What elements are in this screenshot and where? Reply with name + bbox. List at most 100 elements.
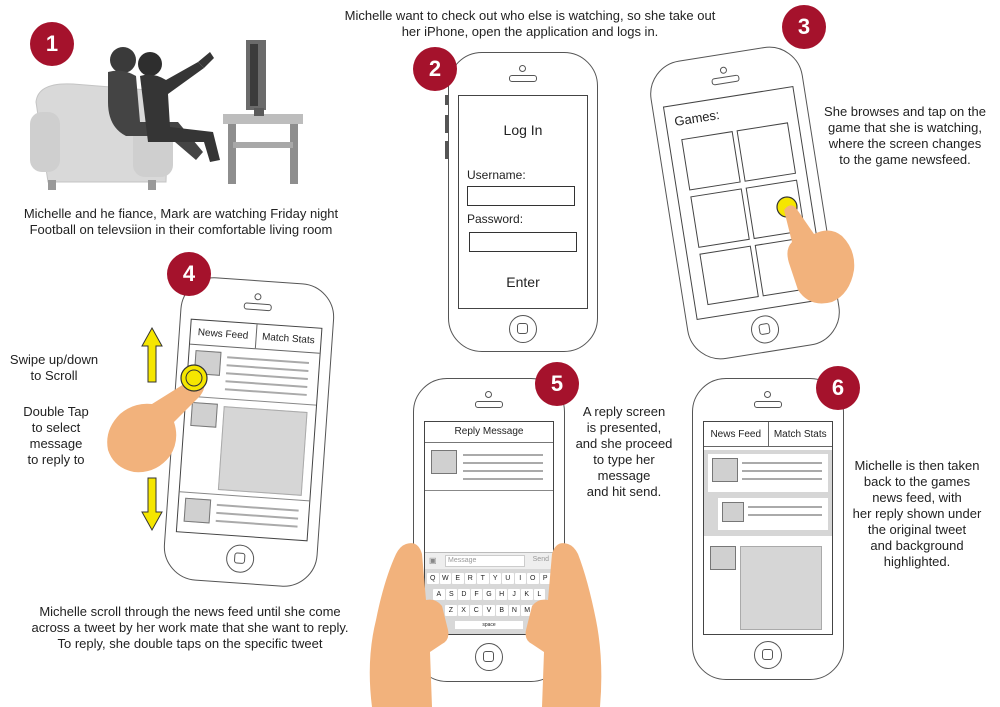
step-1-caption: Michelle and he fiance, Mark are watchin… [0,206,362,238]
side-button [445,95,448,105]
tweet-text-line [463,478,543,480]
step-4-caption: Michelle scroll through the news feed un… [0,604,380,652]
step-6-caption-line-6: and background [838,538,996,554]
step-4-caption-line-2: across a tweet by her work mate that she… [0,620,380,636]
key[interactable]: T [477,573,489,584]
scroll-up-arrow-icon [140,326,164,384]
speaker-grille [509,75,537,82]
tweet-avatar [712,458,738,482]
swipe-instruction: Swipe up/down to Scroll [0,352,108,384]
tab-news-feed[interactable]: News Feed [704,422,768,446]
tap-line-1: Double Tap [2,404,110,420]
reply-avatar [722,502,744,522]
key[interactable]: U [502,573,514,584]
scroll-down-arrow-icon [140,476,164,532]
tweet-text-line [742,462,822,464]
home-button-icon [754,641,782,669]
tweet-text-line [225,388,307,395]
step-5-caption-line-3: and she proceed [568,436,680,452]
step-6-caption-line-7: highlighted. [838,554,996,570]
game-tile[interactable] [699,246,758,305]
step-4-caption-line-1: Michelle scroll through the news feed un… [0,604,380,620]
tweet-text-line [227,364,309,371]
left-hand-icon [366,540,458,707]
step-1-caption-line-1: Michelle and he fiance, Mark are watchin… [0,206,362,222]
front-camera-icon [485,391,492,398]
tab-match-stats[interactable]: Match Stats [768,422,833,446]
step-5-caption: A reply screen is presented, and she pro… [568,404,680,500]
home-button-icon [225,544,255,574]
key[interactable]: F [471,589,483,600]
reply-header: Reply Message [425,422,553,443]
login-phone: Log In Username: Password: Enter [448,52,598,352]
key[interactable]: Y [490,573,502,584]
step-6-caption-line-2: back to the games [838,474,996,490]
step-2-badge: 2 [413,47,457,91]
step-5-caption-line-4: to type her [568,452,680,468]
password-label: Password: [467,212,523,226]
key[interactable]: V [483,605,495,616]
speaker-grille [754,401,782,408]
step-5-caption-line-2: is presented, [568,420,680,436]
reply-text-line [748,506,822,508]
swipe-line-2: to Scroll [0,368,108,384]
game-tile[interactable] [690,188,749,247]
key[interactable]: D [458,589,470,600]
tap-line-3: message [2,436,110,452]
step-5-caption-line-6: and hit send. [568,484,680,500]
step-5-badge: 5 [535,362,579,406]
tweet-text-line [463,454,543,456]
original-tweet[interactable] [708,454,828,492]
tweet-divider [425,490,553,491]
key[interactable]: H [496,589,508,600]
key[interactable]: R [465,573,477,584]
step-2-caption-line-1: Michelle want to check out who else is w… [300,8,760,24]
tweet-text-line [226,372,308,379]
step-5-caption-line-1: A reply screen [568,404,680,420]
home-button-icon [509,315,537,343]
reply-tweet[interactable] [718,498,828,530]
tap-line-4: to reply to [2,452,110,468]
living-room-illustration [28,32,318,197]
feed-tabs: News Feed Match Stats [704,422,832,447]
tab-news-feed[interactable]: News Feed [190,320,256,348]
tap-line-2: to select [2,420,110,436]
step-3-caption-line-1: She browses and tap on the [810,104,1000,120]
login-title: Log In [459,122,587,138]
username-field[interactable] [467,186,575,206]
step-6-caption-line-5: the original tweet [838,522,996,538]
right-hand-icon [518,540,604,707]
front-camera-icon [764,391,771,398]
step-6-caption: Michelle is then taken back to the games… [838,458,996,570]
tweet-text-line [217,504,299,511]
game-tile[interactable] [737,122,796,181]
updated-feed-screen: News Feed Match Stats [703,421,833,635]
game-tile[interactable] [681,131,740,190]
feed-tabs: News Feed Match Stats [190,320,321,354]
step-3-caption: She browses and tap on the game that she… [810,104,1000,168]
tweet-avatar [710,546,736,570]
key[interactable]: G [483,589,495,600]
step-3-caption-line-3: where the screen changes [810,136,1000,152]
key[interactable]: X [458,605,470,616]
step-1-caption-line-2: Football on televsiion in their comforta… [0,222,362,238]
key[interactable]: B [496,605,508,616]
step-6-badge: 6 [816,366,860,410]
key[interactable]: C [470,605,482,616]
enter-button[interactable]: Enter [459,274,587,290]
double-tap-instruction: Double Tap to select message to reply to [2,404,110,468]
tweet-avatar [184,498,212,524]
space-key[interactable]: space [455,621,523,629]
tweet-text-line [225,380,307,387]
step-3-caption-line-4: to the game newsfeed. [810,152,1000,168]
tapping-finger-icon [770,190,860,310]
tab-match-stats[interactable]: Match Stats [254,324,321,353]
reply-text-line [748,514,822,516]
side-button [445,141,448,159]
speaker-grille [711,74,740,85]
tweet-text-line [742,478,822,480]
step-6-caption-line-1: Michelle is then taken [838,458,996,474]
password-field[interactable] [469,232,577,252]
home-button-icon [749,313,781,345]
updated-feed-phone: News Feed Match Stats [692,378,844,680]
